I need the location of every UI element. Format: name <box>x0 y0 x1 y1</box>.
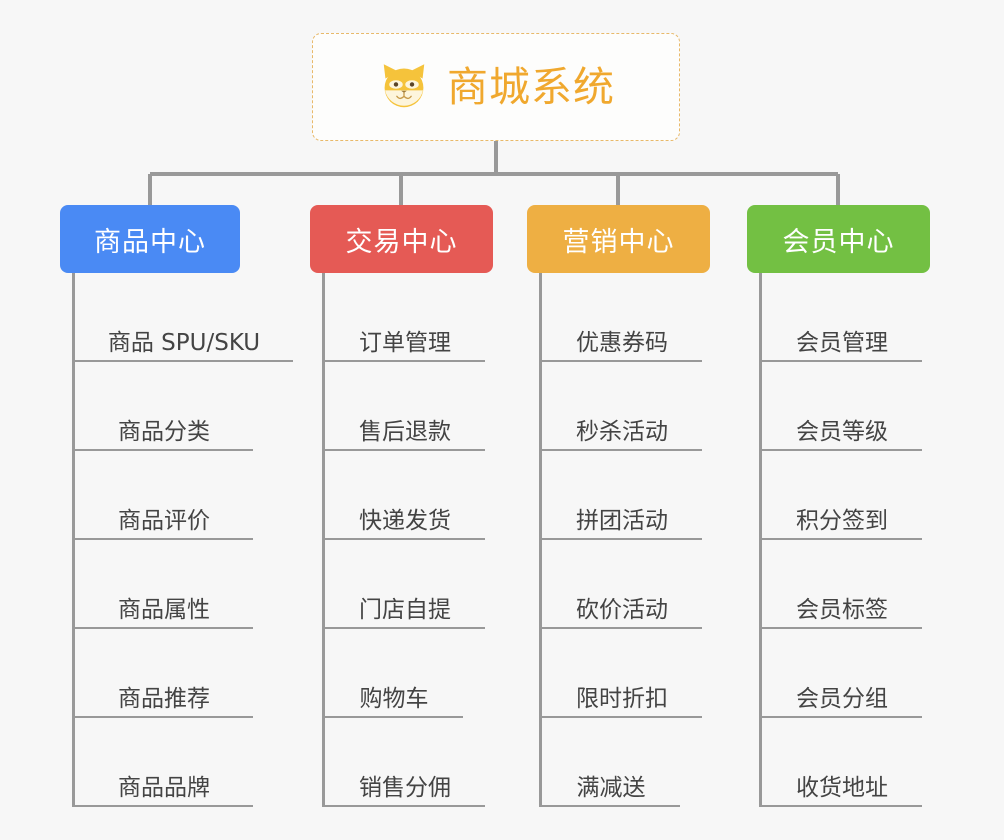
leaf-label: 砍价活动 <box>576 596 668 623</box>
column-trade-center: 交易中心 订单管理 售后退款 快递发货 门店自提 购物车 销售分佣 <box>310 205 493 807</box>
leaf-label: 订单管理 <box>359 329 451 356</box>
category-header-marketing-center[interactable]: 营销中心 <box>527 205 710 273</box>
leaf-label: 商品推荐 <box>118 685 210 712</box>
leaf-label: 收货地址 <box>796 774 888 801</box>
leaf-label: 售后退款 <box>359 418 451 445</box>
leaf-label: 会员分组 <box>796 685 888 712</box>
leaf-label: 商品品牌 <box>118 774 210 801</box>
category-label: 交易中心 <box>345 226 458 258</box>
leaf-item[interactable]: 商品评价 <box>75 451 253 540</box>
leaf-item[interactable]: 订单管理 <box>325 273 485 362</box>
leaf-item[interactable]: 会员管理 <box>762 273 922 362</box>
category-label: 商品中心 <box>94 226 206 258</box>
leaf-label: 优惠券码 <box>576 329 668 356</box>
leaf-label: 积分签到 <box>796 507 888 534</box>
category-header-product-center[interactable]: 商品中心 <box>60 205 240 273</box>
leaf-item[interactable]: 商品品牌 <box>75 718 253 807</box>
root-node-title: 商城系统 <box>447 62 615 111</box>
leaf-item[interactable]: 积分签到 <box>762 451 922 540</box>
leaf-item[interactable]: 销售分佣 <box>325 718 485 807</box>
leaf-item[interactable]: 商品分类 <box>75 362 253 451</box>
leaf-list-marketing-center: 优惠券码 秒杀活动 拼团活动 砍价活动 限时折扣 满减送 <box>539 273 702 807</box>
leaf-item[interactable]: 优惠券码 <box>542 273 702 362</box>
leaf-label: 商品属性 <box>118 596 210 623</box>
leaf-label: 商品评价 <box>118 507 210 534</box>
column-product-center: 商品中心 商品 SPU/SKU 商品分类 商品评价 商品属性 商品推荐 商品品牌 <box>60 205 293 807</box>
leaf-item[interactable]: 会员等级 <box>762 362 922 451</box>
leaf-item[interactable]: 砍价活动 <box>542 540 702 629</box>
leaf-list-product-center: 商品 SPU/SKU 商品分类 商品评价 商品属性 商品推荐 商品品牌 <box>72 273 293 807</box>
column-member-center: 会员中心 会员管理 会员等级 积分签到 会员标签 会员分组 收货地址 <box>747 205 930 807</box>
leaf-item[interactable]: 快递发货 <box>325 451 485 540</box>
category-header-trade-center[interactable]: 交易中心 <box>310 205 493 273</box>
leaf-label: 会员标签 <box>796 596 888 623</box>
leaf-list-member-center: 会员管理 会员等级 积分签到 会员标签 会员分组 收货地址 <box>759 273 922 807</box>
column-marketing-center: 营销中心 优惠券码 秒杀活动 拼团活动 砍价活动 限时折扣 满减送 <box>527 205 710 807</box>
leaf-item[interactable]: 收货地址 <box>762 718 922 807</box>
leaf-label: 满减送 <box>576 774 646 801</box>
leaf-item[interactable]: 会员分组 <box>762 629 922 718</box>
leaf-list-trade-center: 订单管理 售后退款 快递发货 门店自提 购物车 销售分佣 <box>322 273 485 807</box>
leaf-item[interactable]: 满减送 <box>542 718 680 807</box>
leaf-label: 门店自提 <box>359 596 451 623</box>
category-label: 营销中心 <box>562 226 675 258</box>
leaf-item[interactable]: 售后退款 <box>325 362 485 451</box>
leaf-label: 购物车 <box>359 685 429 712</box>
leaf-item[interactable]: 商品推荐 <box>75 629 253 718</box>
leaf-label: 会员等级 <box>796 418 888 445</box>
leaf-item[interactable]: 限时折扣 <box>542 629 702 718</box>
leaf-item[interactable]: 商品属性 <box>75 540 253 629</box>
leaf-item[interactable]: 购物车 <box>325 629 463 718</box>
leaf-label: 商品分类 <box>118 418 210 445</box>
leaf-label: 秒杀活动 <box>576 418 668 445</box>
leaf-label: 快递发货 <box>359 507 451 534</box>
leaf-label: 限时折扣 <box>576 685 668 712</box>
root-node-shop-system[interactable]: 商城系统 <box>312 33 680 141</box>
leaf-item[interactable]: 门店自提 <box>325 540 485 629</box>
leaf-item[interactable]: 会员标签 <box>762 540 922 629</box>
leaf-label: 会员管理 <box>796 329 888 356</box>
leaf-label: 拼团活动 <box>576 507 668 534</box>
leaf-item[interactable]: 商品 SPU/SKU <box>75 273 293 362</box>
leaf-label: 销售分佣 <box>359 774 451 801</box>
category-header-member-center[interactable]: 会员中心 <box>747 205 930 273</box>
leaf-item[interactable]: 秒杀活动 <box>542 362 702 451</box>
shiba-dog-face-icon <box>383 64 425 108</box>
leaf-label: 商品 SPU/SKU <box>107 329 261 356</box>
category-label: 会员中心 <box>782 226 895 258</box>
leaf-item[interactable]: 拼团活动 <box>542 451 702 540</box>
